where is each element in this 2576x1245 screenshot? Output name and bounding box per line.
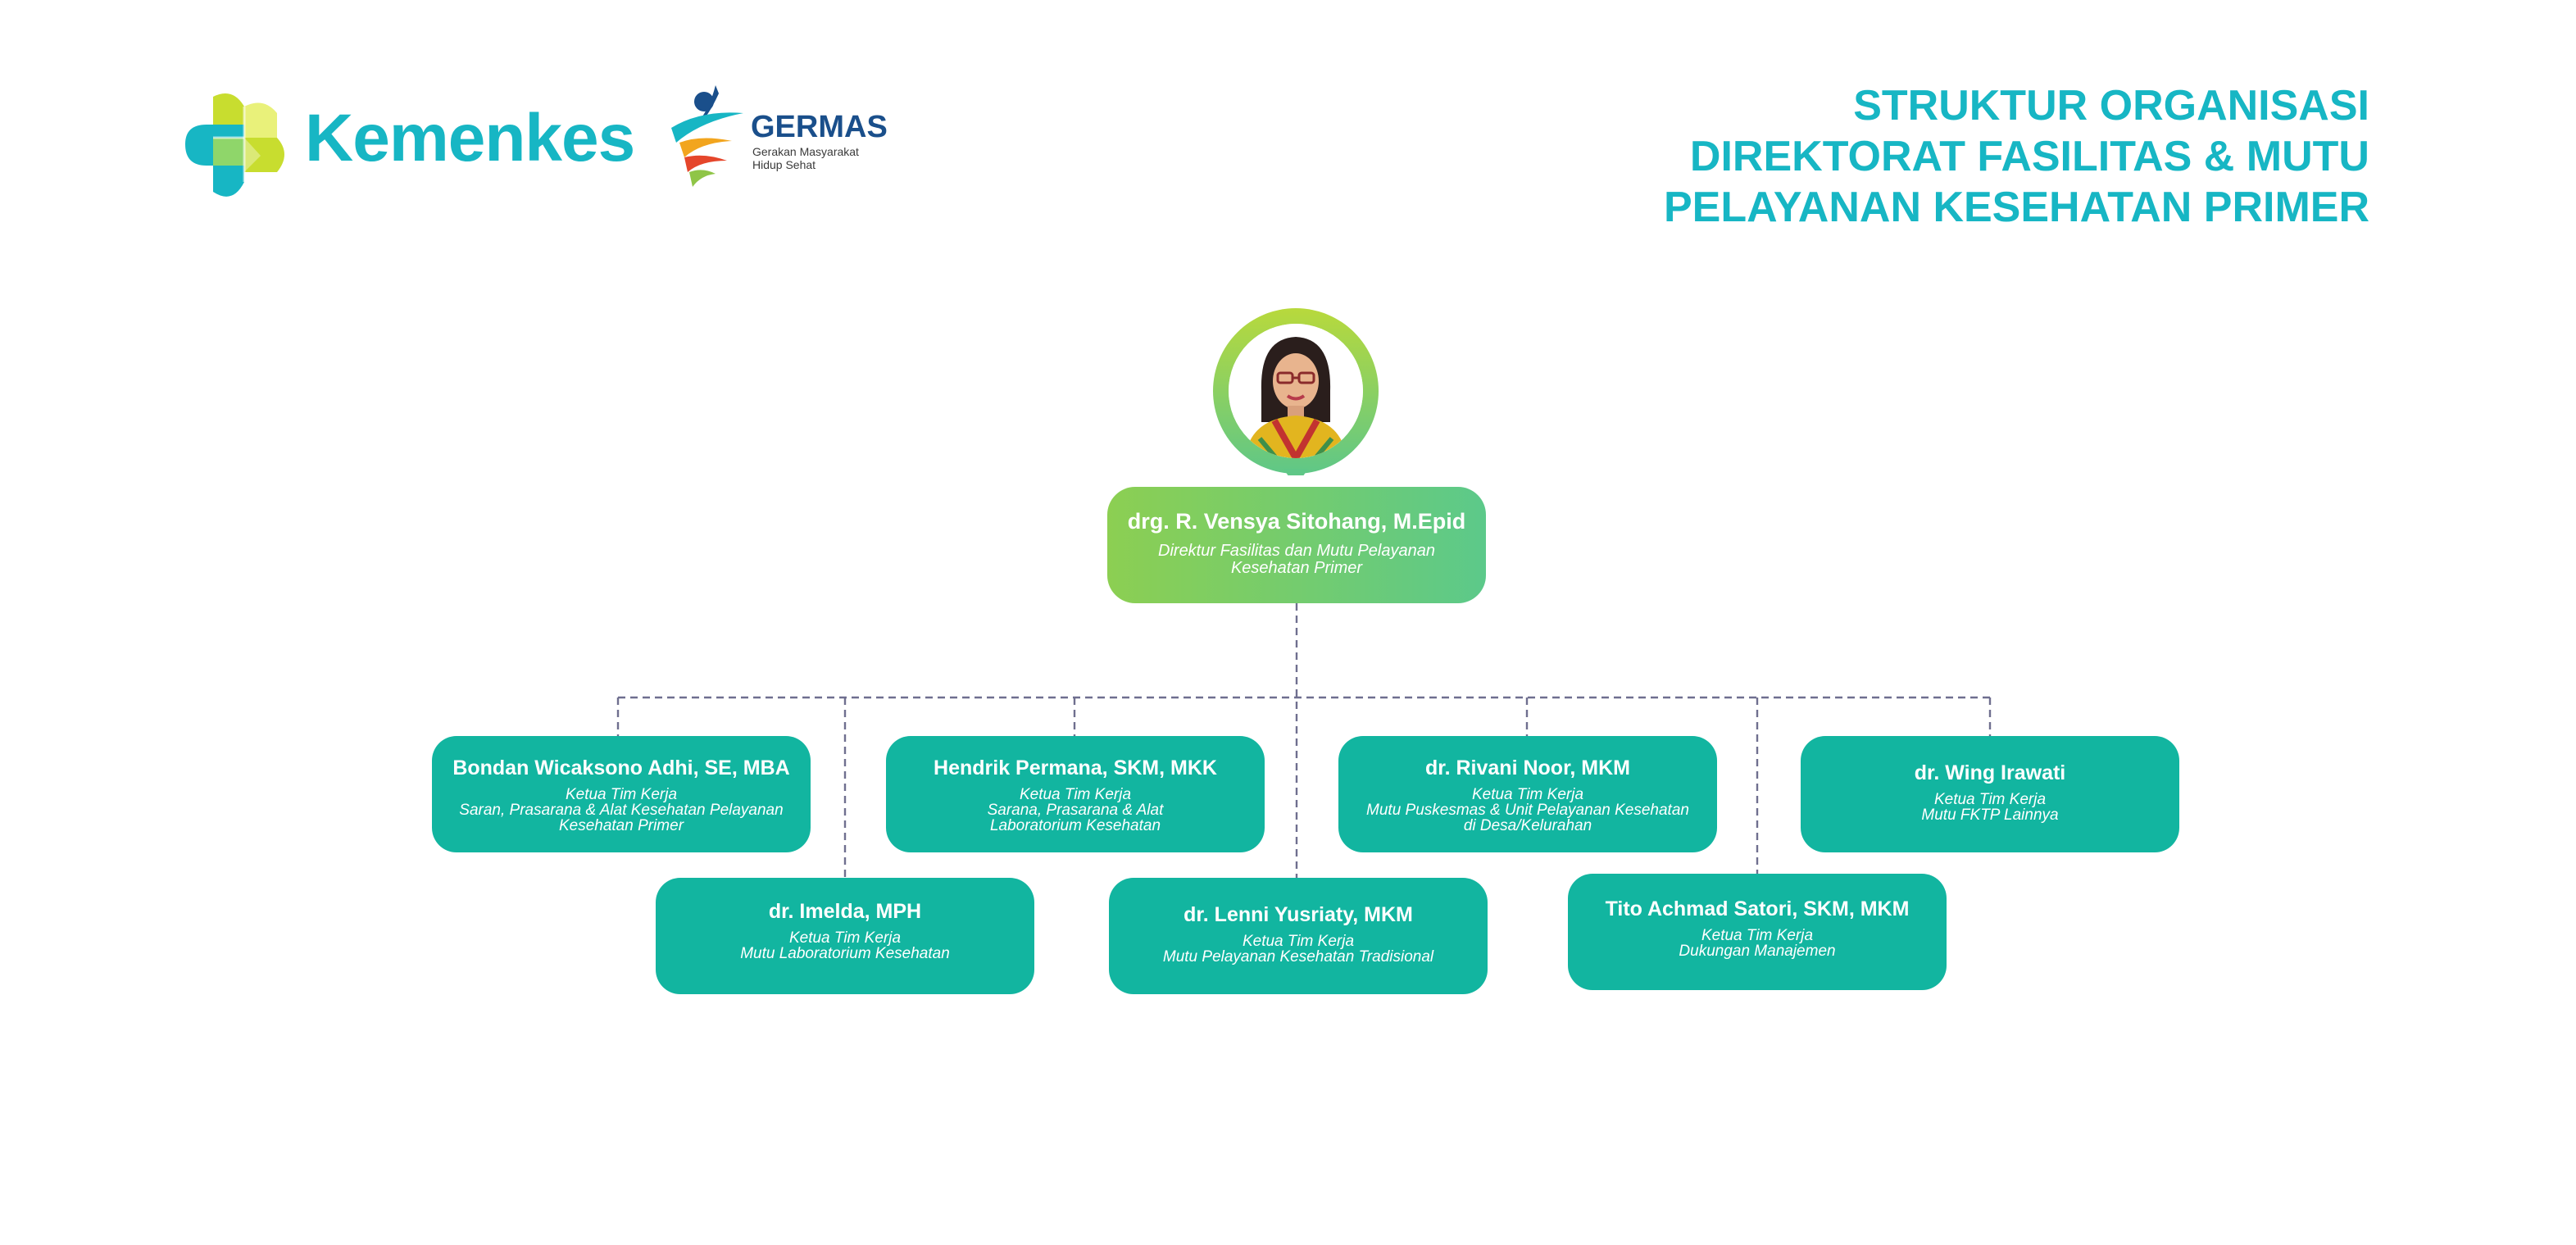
team-role-line: Ketua Tim Kerja [1933, 791, 2047, 808]
team-lead-name: dr. Wing Irawati [1914, 761, 2066, 784]
team-role-line: Ketua Tim Kerja [1019, 786, 1132, 803]
director-photo [1229, 324, 1363, 458]
germas-subtitle-line: Gerakan Masyarakat [752, 145, 859, 158]
team-card-mutu-laboratorium: dr. Imelda, MPH Ketua Tim Kerja Mutu Lab… [656, 878, 1034, 994]
team-role: Ketua Tim Kerja Mutu FKTP Lainnya [1801, 792, 2179, 823]
page-title: STRUKTUR ORGANISASI DIREKTORAT FASILITAS… [1664, 80, 2369, 233]
germas-subtitle: Gerakan Masyarakat Hidup Sehat [752, 145, 900, 171]
director-name: drg. R. Vensya Sitohang, M.Epid [1127, 509, 1466, 534]
team-card-mutu-fktp-lainnya: dr. Wing Irawati Ketua Tim Kerja Mutu FK… [1801, 736, 2179, 852]
team-role-line: Mutu Puskesmas & Unit Pelayanan Kesehata… [1366, 802, 1689, 819]
team-card-sarana-prasarana-pelayanan: Bondan Wicaksono Adhi, SE, MBA Ketua Tim… [432, 736, 811, 852]
director-role: Direktur Fasilitas dan Mutu Pelayanan Ke… [1107, 543, 1486, 577]
team-lead-name: dr. Lenni Yusriaty, MKM [1184, 903, 1413, 926]
germas-logo [671, 85, 743, 187]
team-role: Ketua Tim Kerja Dukungan Manajemen [1568, 928, 1947, 959]
page-title-line: PELAYANAN KESEHATAN PRIMER [1663, 184, 2369, 231]
team-card-mutu-kesehatan-tradisional: dr. Lenni Yusriaty, MKM Ketua Tim Kerja … [1109, 878, 1488, 994]
page-title-line: STRUKTUR ORGANISASI [1853, 82, 2369, 129]
team-role-line: Ketua Tim Kerja [565, 786, 678, 803]
director-role-line: Direktur Fasilitas dan Mutu Pelayanan [1158, 542, 1435, 560]
team-role-line: Ketua Tim Kerja [1701, 927, 1814, 944]
team-role-line: Laboratorium Kesehatan [989, 817, 1161, 834]
team-role-line: Saran, Prasarana & Alat Kesehatan Pelaya… [459, 802, 784, 819]
brand-name: Kemenkes [305, 101, 635, 175]
team-lead-name: Hendrik Permana, SKM, MKK [934, 757, 1217, 779]
page-title-line: DIREKTORAT FASILITAS & MUTU [1689, 133, 2369, 180]
director-role-line: Kesehatan Primer [1230, 559, 1363, 577]
team-lead-name: dr. Imelda, MPH [768, 900, 922, 923]
kemenkes-logo [185, 93, 284, 197]
team-role-line: Ketua Tim Kerja [788, 929, 902, 947]
team-role-line: Dukungan Manajemen [1679, 943, 1836, 960]
team-role-line: Sarana, Prasarana & Alat [987, 802, 1164, 819]
director-card: drg. R. Vensya Sitohang, M.Epid Direktur… [1107, 487, 1486, 603]
team-role-line: Ketua Tim Kerja [1242, 933, 1355, 950]
team-role-line: Mutu Pelayanan Kesehatan Tradisional [1162, 948, 1434, 966]
germas-subtitle-line: Hidup Sehat [752, 158, 816, 171]
team-card-sarana-prasarana-laboratorium: Hendrik Permana, SKM, MKK Ketua Tim Kerj… [886, 736, 1265, 852]
team-lead-name: Tito Achmad Satori, SKM, MKM [1605, 897, 1910, 920]
team-card-dukungan-manajemen: Tito Achmad Satori, SKM, MKM Ketua Tim K… [1568, 874, 1947, 990]
team-role: Ketua Tim Kerja Mutu Puskesmas & Unit Pe… [1338, 787, 1717, 834]
team-role-line: Mutu Laboratorium Kesehatan [740, 945, 950, 962]
team-role: Ketua Tim Kerja Mutu Pelayanan Kesehatan… [1109, 934, 1488, 965]
team-role: Ketua Tim Kerja Sarana, Prasarana & Alat… [886, 787, 1265, 834]
team-lead-name: Bondan Wicaksono Adhi, SE, MBA [452, 757, 790, 779]
germas-title: GERMAS [751, 110, 888, 144]
team-lead-name: dr. Rivani Noor, MKM [1424, 757, 1631, 779]
team-role-line: Mutu FKTP Lainnya [1921, 807, 2059, 824]
team-role-line: Kesehatan Primer [558, 817, 684, 834]
person-portrait-icon [1229, 324, 1363, 458]
team-role-line: Ketua Tim Kerja [1471, 786, 1584, 803]
team-role: Ketua Tim Kerja Saran, Prasarana & Alat … [432, 787, 811, 834]
team-role: Ketua Tim Kerja Mutu Laboratorium Keseha… [656, 930, 1034, 961]
team-role-line: di Desa/Kelurahan [1463, 817, 1592, 834]
team-card-mutu-puskesmas: dr. Rivani Noor, MKM Ketua Tim Kerja Mut… [1338, 736, 1717, 852]
